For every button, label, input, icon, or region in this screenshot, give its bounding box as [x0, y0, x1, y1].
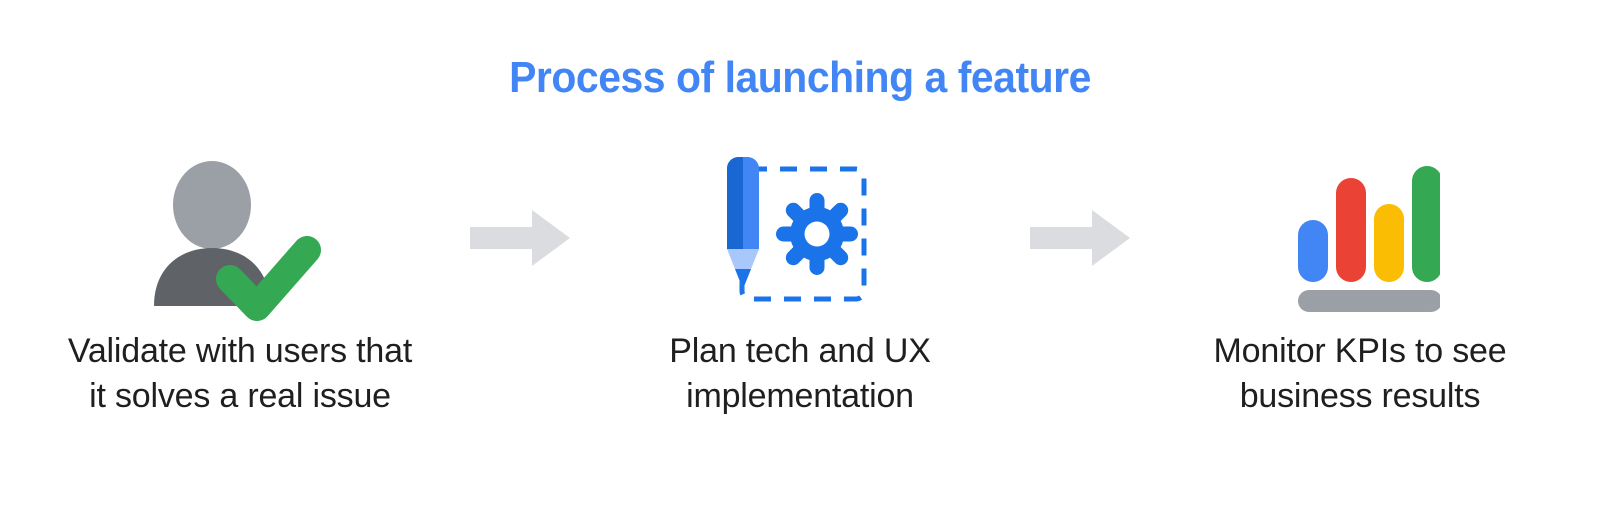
step-1-caption-line-2: it solves a real issue	[89, 376, 391, 415]
connector-2	[1015, 150, 1145, 325]
pencil-gear-dashed-box-icon	[726, 157, 866, 302]
step-3-icon-container	[1145, 150, 1575, 325]
process-flow: Validate with users that it solves a rea…	[0, 150, 1600, 450]
step-2-caption-line-1: Plan tech and UX	[669, 332, 931, 370]
step-3[interactable]: Monitor KPIs to see business results	[1145, 150, 1575, 419]
step-3-caption: Monitor KPIs to see business results	[1214, 329, 1507, 419]
gear-icon	[775, 193, 858, 275]
arrow-right-icon	[470, 209, 570, 266]
step-1[interactable]: Validate with users that it solves a rea…	[25, 150, 455, 419]
arrow-right-icon	[1030, 209, 1130, 266]
connector-1	[455, 150, 585, 325]
bar-red	[1336, 177, 1366, 282]
step-3-caption-line-2: business results	[1239, 376, 1481, 415]
step-3-caption-line-1: Monitor KPIs to see	[1213, 332, 1507, 370]
page-title: Process of launching a feature	[509, 53, 1091, 102]
step-1-icon-container	[25, 150, 455, 325]
chart-baseline	[1298, 289, 1440, 312]
step-2[interactable]: Plan tech and UX implementation	[585, 150, 1015, 419]
step-2-caption: Plan tech and UX implementation	[669, 329, 931, 419]
bar-green	[1412, 165, 1440, 282]
bar-yellow	[1374, 203, 1404, 282]
step-1-caption-line-1: Validate with users that	[67, 332, 413, 370]
green-checkmark-icon	[216, 236, 321, 321]
bar-chart-icon	[1298, 165, 1440, 312]
step-1-caption: Validate with users that it solves a rea…	[68, 329, 412, 419]
person-head-icon	[173, 161, 251, 249]
step-2-icon-container	[585, 150, 1015, 325]
step-2-caption-line-2: implementation	[686, 376, 914, 415]
pencil-icon	[726, 157, 759, 289]
person-check-icon	[154, 161, 321, 321]
bar-blue	[1298, 219, 1328, 282]
